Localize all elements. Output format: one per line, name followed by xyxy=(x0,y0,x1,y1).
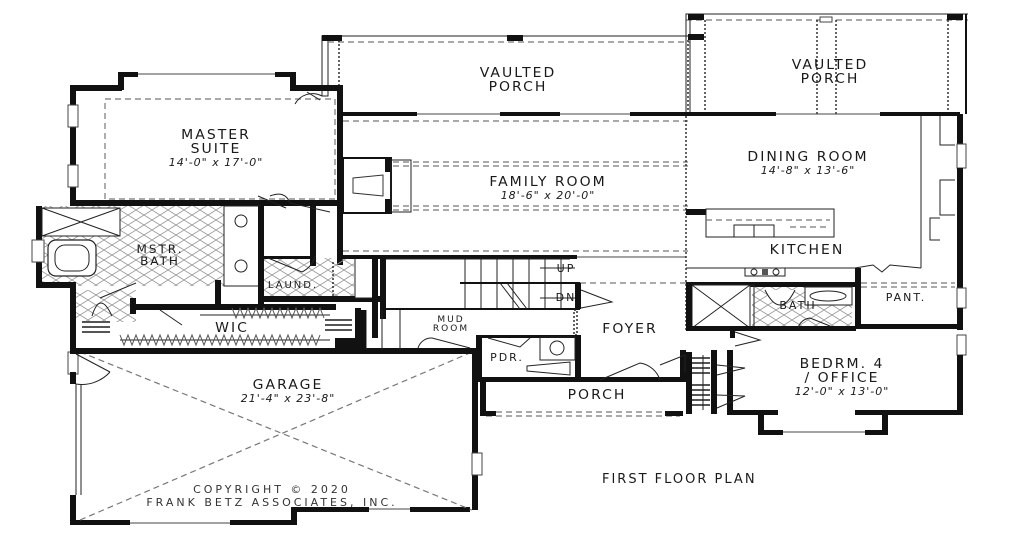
room-name: VAULTED xyxy=(791,57,869,73)
room-name: LAUND. xyxy=(267,280,319,291)
vaulted-porch-right xyxy=(685,13,968,115)
porch xyxy=(480,350,746,417)
room-name: PORCH xyxy=(567,387,627,403)
stairs-up-label: UP xyxy=(556,262,576,275)
room-name: MASTER xyxy=(181,127,251,143)
room-dimensions: 12'-0" x 13'-0" xyxy=(794,385,890,398)
porch-label: PORCH xyxy=(568,388,627,402)
room-name: DINING ROOM xyxy=(747,149,869,165)
garage-label: GARAGE 21'-4" x 23'-8" xyxy=(241,378,336,404)
powder-room-label: PDR. xyxy=(490,352,524,363)
room-name: GARAGE xyxy=(252,377,324,393)
exterior-walls xyxy=(67,72,967,525)
vaulted-porch-right-label: VAULTED PORCH xyxy=(792,58,869,86)
master-bath xyxy=(31,205,264,351)
dining-kitchen xyxy=(685,116,961,330)
room-name: MSTR. xyxy=(136,242,184,256)
plan-title: FIRST FLOOR PLAN xyxy=(602,472,757,487)
copyright-line-1: COPYRIGHT © 2020 xyxy=(193,483,351,496)
room-name-2: PORCH xyxy=(488,79,548,95)
room-name: PDR. xyxy=(490,351,524,364)
master-bath-label: MSTR. BATH xyxy=(136,243,183,267)
mud-room xyxy=(360,309,578,350)
copyright-notice: COPYRIGHT © 2020 FRANK BETZ ASSOCIATES, … xyxy=(146,483,398,509)
room-name: BATH xyxy=(779,299,817,312)
room-name-2: SUITE xyxy=(190,141,242,157)
kitchen-label: KITCHEN xyxy=(770,243,845,257)
laundry-label: LAUND. xyxy=(268,281,318,291)
foyer-label: FOYER xyxy=(602,322,657,336)
vaulted-porch-left-label: VAULTED PORCH xyxy=(480,66,557,94)
room-dimensions: 14'-0" x 17'-0" xyxy=(168,156,264,169)
stairs xyxy=(380,258,690,319)
powder-room xyxy=(476,335,686,382)
stairs-down-label: DN xyxy=(555,291,577,304)
bedroom-4 xyxy=(730,326,762,347)
bedroom-4-label: BEDRM. 4 / OFFICE 12'-0" x 13'-0" xyxy=(795,357,890,397)
room-dimensions: 18'-6" x 20'-0" xyxy=(500,189,596,202)
room-name: WIC xyxy=(215,320,249,336)
room-name: VAULTED xyxy=(479,65,557,81)
room-name: MUD xyxy=(437,315,465,325)
dining-room-label: DINING ROOM 14'-8" x 13'-6" xyxy=(747,150,868,176)
master-suite xyxy=(70,91,340,209)
room-name: BEDRM. 4 xyxy=(799,356,885,372)
room-name-2: / OFFICE xyxy=(804,370,880,386)
pantry-label: PANT. xyxy=(886,292,927,303)
room-name: FAMILY ROOM xyxy=(489,174,607,190)
walk-in-closet xyxy=(82,304,361,353)
room-name: PANT. xyxy=(885,291,927,304)
copyright-line-2: FRANK BETZ ASSOCIATES, INC. xyxy=(146,495,398,509)
room-name-2: ROOM xyxy=(432,324,470,334)
family-room xyxy=(337,120,688,259)
bath-label: BATH xyxy=(779,300,816,311)
wic-label: WIC xyxy=(215,321,249,335)
room-name-2: BATH xyxy=(140,254,180,268)
laundry-room xyxy=(260,193,380,338)
bath-right xyxy=(686,284,856,331)
room-dimensions: 21'-4" x 23'-8" xyxy=(240,392,336,405)
room-name: KITCHEN xyxy=(769,242,845,258)
master-suite-label: MASTER SUITE 14'-0" x 17'-0" xyxy=(169,128,264,168)
family-room-label: FAMILY ROOM 18'-6" x 20'-0" xyxy=(489,175,606,201)
room-name: FOYER xyxy=(602,321,658,337)
room-name-2: PORCH xyxy=(800,71,860,87)
vaulted-porch-left xyxy=(321,35,690,115)
mud-room-label: MUD ROOM xyxy=(433,316,469,334)
room-dimensions: 14'-8" x 13'-6" xyxy=(760,164,856,177)
